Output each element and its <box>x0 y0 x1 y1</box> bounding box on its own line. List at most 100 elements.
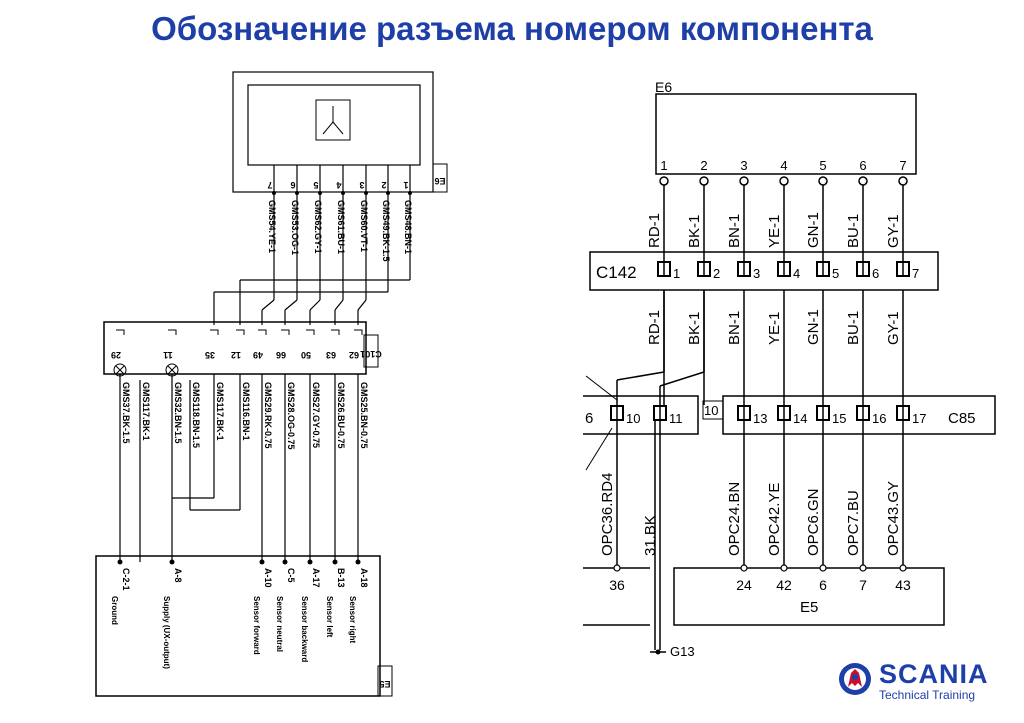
e5-terminal <box>613 564 621 572</box>
e5-pin-label: 24 <box>736 577 752 593</box>
e6-terminal <box>779 176 789 186</box>
left-wiring-diagram: E61GMS48.BN-12GMS49.BK-1.53GMS60.VT-14GM… <box>95 71 448 697</box>
c101-pin-label: 66 <box>276 350 286 360</box>
sensor-symbol-arm <box>322 121 334 135</box>
e5-pin-dot <box>259 559 265 565</box>
e5-pin-dot <box>282 559 288 565</box>
logo-wordmark: SCANIA <box>879 659 989 689</box>
upper-wire-label: RD-1 <box>646 213 663 248</box>
c101-pin-socket <box>258 329 267 335</box>
e6-pin-label: 4 <box>336 180 341 190</box>
lower-wire-label: GMS116.BN-1 <box>241 382 251 441</box>
c85-pin-label: 16 <box>872 411 886 426</box>
middle-wire-label: GN-1 <box>805 309 822 345</box>
e6-wire-label: GMS53.OG-1 <box>290 200 300 255</box>
e5-pin-label: A-10 <box>263 568 273 588</box>
e5-tag: E5 <box>379 679 390 689</box>
c101-pin-socket <box>168 329 177 335</box>
e5-pin-function: Sensor left <box>325 596 334 638</box>
lower-wire-label: OPC6.GN <box>805 488 822 556</box>
lower-wire-label: 31.BK <box>642 515 659 556</box>
e6-terminal <box>739 176 749 186</box>
c142-label: C142 <box>596 263 637 282</box>
e5-pin-label: A-18 <box>359 568 369 588</box>
left-connector-pin-label: 11 <box>669 411 683 426</box>
e6-pin-label: 2 <box>381 180 386 190</box>
c101-pin-label: 63 <box>326 350 336 360</box>
e6-pin-label: 5 <box>313 180 318 190</box>
e5-pin-dot <box>169 559 175 565</box>
c142-pin-label: 7 <box>912 266 919 281</box>
e5-pin-label: 42 <box>776 577 792 593</box>
lower-wire-label: GMS25.BN-0.75 <box>359 382 369 449</box>
c85-prefix-label: 10 <box>704 403 718 418</box>
e6-pin-label: 6 <box>859 158 866 173</box>
e5-pin-dot <box>307 559 313 565</box>
page-title: Обозначение разъема номером компонента <box>151 10 873 47</box>
middle-wire-label: RD-1 <box>646 310 663 345</box>
e6-wire-label: GMS62.GY-1 <box>313 200 323 254</box>
c142-pin-label: 4 <box>793 266 800 281</box>
c101-tag: C101 <box>360 349 382 359</box>
lower-wire-label: GMS28.OG-0.75 <box>286 382 296 450</box>
upper-wire-label: GY-1 <box>885 214 902 248</box>
e5-tag-box <box>377 665 393 697</box>
c142-pin-label: 3 <box>753 266 760 281</box>
left-connector-pin-label: 10 <box>626 411 640 426</box>
c101-pin-socket <box>306 329 315 335</box>
upper-wire-label: YE-1 <box>766 215 783 248</box>
c101-pin-label: 49 <box>253 350 263 360</box>
wire <box>334 299 344 311</box>
c85-label: C85 <box>948 410 976 427</box>
e6-wire-label: GMS49.BK-1.5 <box>381 200 391 262</box>
e6-pin-label: 4 <box>780 158 787 173</box>
wire <box>261 299 275 311</box>
c101-pin-socket <box>281 329 290 335</box>
scania-logo: SCANIA Technical Training <box>835 655 1010 715</box>
e6-pin-label: 5 <box>819 158 826 173</box>
e5-box <box>95 555 381 697</box>
c101-tag-box <box>363 334 379 368</box>
e6-terminal <box>699 176 709 186</box>
e6-pin-label: 7 <box>267 180 272 190</box>
lower-wire-label: GMS37.BK-1.5 <box>121 382 131 444</box>
splice-icon-cross <box>167 365 177 375</box>
wire <box>659 371 705 387</box>
e5-terminal <box>859 564 867 572</box>
e5-pin-label: 7 <box>859 577 867 593</box>
middle-wire-label: BU-1 <box>845 311 862 345</box>
c85-box <box>722 395 996 435</box>
e5-terminal <box>740 564 748 572</box>
c101-pin-label: 12 <box>231 350 241 360</box>
c142-pin-label: 1 <box>673 266 680 281</box>
e5-terminal <box>780 564 788 572</box>
e5-pin-label: A-17 <box>311 568 321 588</box>
c101-box <box>103 321 367 375</box>
sensor-symbol-arm <box>332 121 344 135</box>
c101-pin-socket <box>354 329 363 335</box>
e6-pin-label: 2 <box>700 158 707 173</box>
lower-wire-label: GMS29.RK-0.75 <box>263 382 273 449</box>
c85-pin-label: 15 <box>832 411 846 426</box>
upper-wire-label: GN-1 <box>805 212 822 248</box>
e6-terminal <box>858 176 868 186</box>
lower-wire-label: OPC43.GY <box>885 481 902 556</box>
e6-inner-box <box>247 84 421 166</box>
e5-pin-label: C-2-1 <box>121 568 131 591</box>
e5-pin-function: Supply (UX-output) <box>162 596 171 669</box>
e6-pin-label: 7 <box>899 158 906 173</box>
c101-pin-socket <box>331 329 340 335</box>
left-connector-box <box>583 395 699 435</box>
upper-wire-label: BU-1 <box>845 214 862 248</box>
e5-pin-dot <box>117 559 123 565</box>
middle-wire-label: YE-1 <box>766 312 783 345</box>
c101-pin-label: 29 <box>111 350 121 360</box>
wire <box>284 299 298 311</box>
c142-pin-label: 2 <box>713 266 720 281</box>
e5-terminal <box>819 564 827 572</box>
upper-wire-label: BN-1 <box>726 214 743 248</box>
e6-wire-label: GMS60.VT-1 <box>359 200 369 252</box>
e5-pin-function: Ground <box>110 596 119 625</box>
e6-wire-label: GMS54.YE-1 <box>267 200 277 253</box>
